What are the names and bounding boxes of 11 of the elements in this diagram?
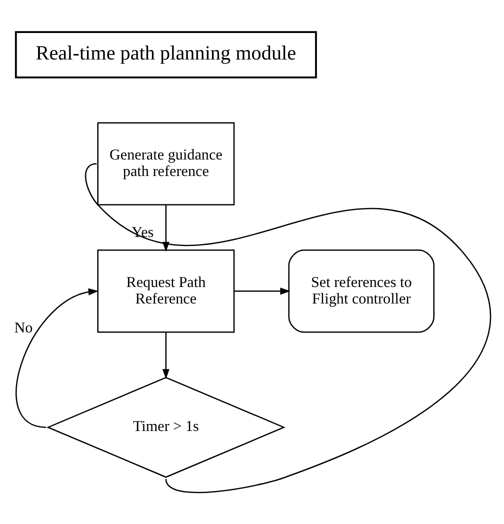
connector — [85, 162, 491, 493]
edge-label: No — [14, 320, 33, 336]
node-box: Set references to Flight controller — [288, 249, 434, 332]
node-box: Generate guidance path reference — [97, 122, 235, 205]
node-box: Request Path Reference — [97, 249, 235, 332]
arrow — [234, 287, 290, 294]
node-diamond: Timer > 1s — [46, 376, 286, 478]
node-box: Real-time path planning module — [14, 30, 317, 78]
arrow — [162, 332, 170, 379]
edge-label: Yes — [132, 224, 154, 240]
arrow — [16, 288, 98, 428]
